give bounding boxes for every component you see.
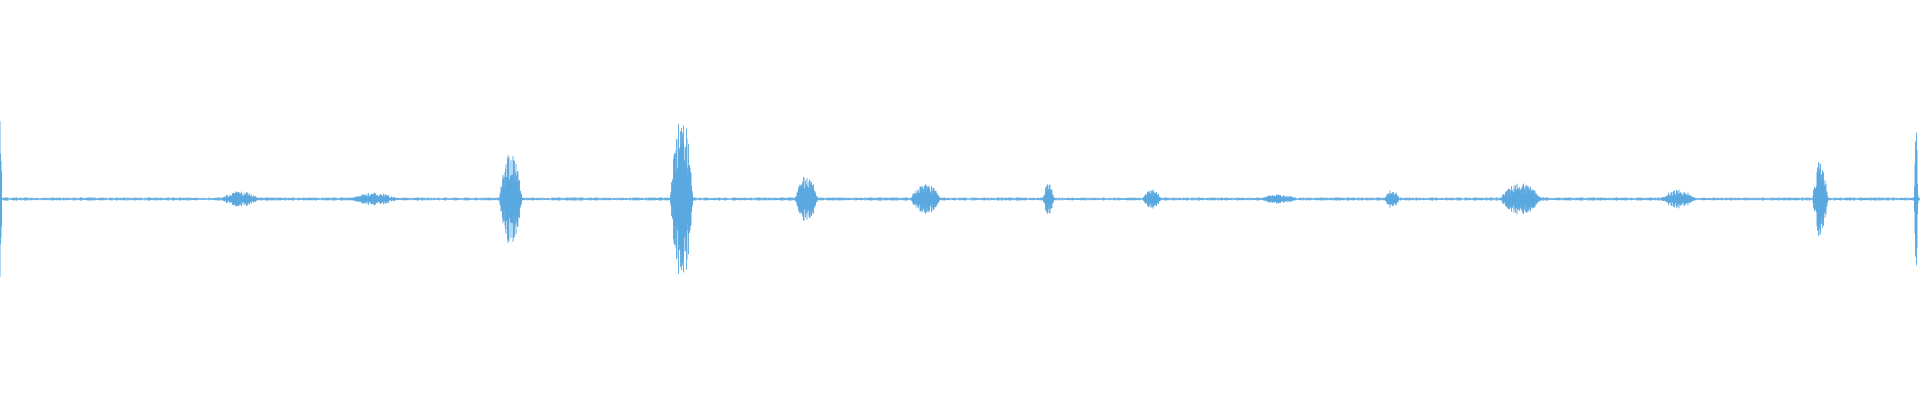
waveform-event xyxy=(220,191,260,207)
waveform-event xyxy=(1914,132,1919,266)
waveform-event xyxy=(1142,189,1162,209)
waveform-event xyxy=(910,184,941,214)
waveform-event xyxy=(499,155,523,243)
waveform-event xyxy=(1812,162,1828,236)
waveform-event xyxy=(1660,189,1696,209)
waveform-event xyxy=(350,192,399,206)
waveform-event xyxy=(670,123,694,275)
waveform-trace xyxy=(0,121,1920,277)
waveform-event xyxy=(1499,183,1542,215)
waveform-event xyxy=(794,177,818,221)
waveform-event xyxy=(1384,190,1400,208)
waveform-event xyxy=(1042,184,1055,214)
waveform-event xyxy=(0,121,2,277)
waveform-event xyxy=(1259,194,1298,204)
